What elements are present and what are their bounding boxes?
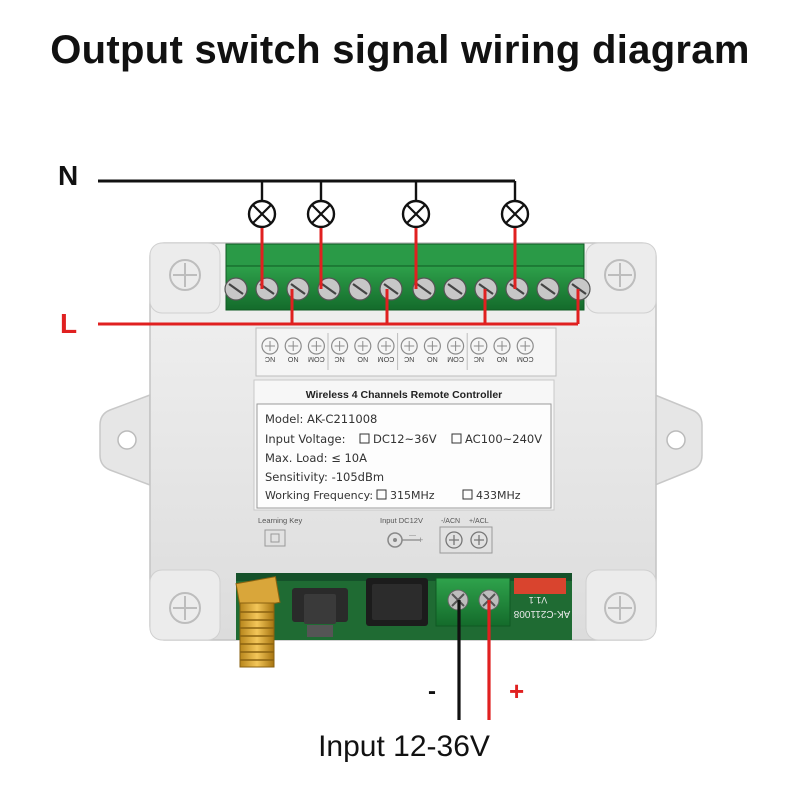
pcb-version-text: V1.1: [529, 595, 548, 605]
terminal-screw-slot: [352, 283, 368, 295]
pcb-cutout: AK-C211008 V1.1: [236, 573, 572, 640]
terminal-screw-slot: [321, 283, 337, 295]
power-term-minus: -/ACN: [441, 518, 460, 525]
terminal-screw-slot: [416, 283, 432, 295]
terminal-icon-cross: [357, 341, 368, 351]
terminal-label: NC: [474, 355, 484, 364]
spec-frequency-a: 315MHz: [390, 489, 435, 502]
terminal-icon-cross: [334, 341, 345, 351]
spec-input-voltage-dc: DC12~36V: [373, 432, 437, 446]
terminal-icon: [516, 337, 534, 355]
lamp-cross: [505, 204, 525, 224]
terminal-label: NO: [287, 355, 298, 364]
terminal-icon: [331, 337, 349, 355]
learning-key-label: Learning Key: [258, 516, 302, 525]
terminal-icon: [261, 337, 279, 355]
minus-label: -: [428, 678, 436, 705]
terminal-icon-cross: [520, 341, 531, 351]
terminal-icon-cross: [381, 341, 391, 351]
input-voltage-label: Input 12-36V: [318, 730, 490, 763]
learning-key-area: Learning Key: [258, 516, 302, 547]
spec-sensitivity: Sensitivity: -105dBm: [265, 470, 384, 484]
antenna-connector: [235, 576, 281, 668]
power-terminal-label: -/ACN +/ACL: [439, 518, 493, 554]
terminal-icon-cross: [311, 341, 322, 351]
neutral-label: N: [58, 160, 79, 191]
terminal-screw-slot: [447, 283, 463, 295]
terminal-icon-cross: [450, 341, 461, 351]
terminal-icon-cross: [288, 341, 299, 351]
plus-label: +: [509, 676, 525, 706]
terminal-screw-slot: [290, 283, 306, 295]
terminal-icon: [307, 337, 325, 355]
terminal-icon: [447, 337, 465, 355]
terminal-icon: [470, 337, 488, 355]
power-term-plus: +/ACL: [469, 518, 489, 525]
svg-text:—: —: [409, 532, 416, 539]
terminal-icon: [400, 337, 418, 355]
terminal-label: NO: [496, 355, 507, 364]
lamp-cross: [252, 204, 272, 224]
corner-posts: [149, 242, 657, 641]
spec-max-load: Max. Load: ≤ 10A: [265, 451, 367, 465]
terminal-label: COM: [378, 355, 395, 364]
mounting-ear-left: [99, 393, 151, 487]
wiring-layer: [98, 179, 580, 720]
terminal-icon: [377, 337, 395, 355]
terminal-screw-slot: [228, 283, 244, 295]
terminal-icon: [493, 337, 511, 355]
terminal-icon-cross: [265, 341, 275, 351]
spec-label: Wireless 4 Channels Remote Controller Mo…: [253, 379, 555, 511]
svg-text:+: +: [418, 535, 423, 545]
terminal-icon: [284, 337, 302, 355]
spec-model: Model: AK-C211008: [265, 412, 377, 426]
mounting-ear-right: [654, 393, 703, 487]
terminal-icon: [423, 337, 441, 355]
terminal-screw-slot: [383, 283, 399, 295]
terminal-screw-slot: [509, 283, 525, 295]
terminal-icon-cross: [404, 341, 415, 351]
pcb-model-text: AK-C211008: [513, 608, 570, 619]
spec-frequency-b: 433MHz: [476, 489, 521, 502]
terminal-label: COM: [308, 355, 325, 364]
dc-input-area: Input DC12V — +: [380, 516, 423, 548]
live-label: L: [60, 308, 78, 339]
lamp-cross: [406, 204, 426, 224]
terminal-icon-cross: [497, 341, 507, 351]
lamp-cross: [311, 204, 331, 224]
terminal-screw-slot: [540, 283, 556, 295]
page-title: Output switch signal wiring diagram: [50, 28, 750, 72]
terminal-label: NO: [427, 355, 438, 364]
terminal-label: NC: [265, 355, 275, 364]
spec-input-voltage-prefix: Input Voltage:: [265, 432, 345, 446]
terminal-icon-cross: [473, 341, 484, 351]
spec-input-voltage-ac: AC100~240V: [465, 432, 542, 446]
terminal-icon: [354, 337, 372, 355]
terminal-label: COM: [447, 355, 464, 364]
terminal-label-panel: [255, 327, 557, 377]
dc-input-label: Input DC12V: [380, 516, 423, 525]
terminal-label: NO: [357, 355, 368, 364]
device-name: Wireless 4 Channels Remote Controller: [306, 389, 503, 401]
terminal-label: NC: [334, 355, 344, 364]
terminal-label: COM: [517, 355, 534, 364]
spec-frequency-prefix: Working Frequency:: [265, 489, 373, 502]
terminal-label: NC: [404, 355, 414, 364]
terminal-icon-cross: [427, 341, 438, 351]
output-terminal-block: [224, 243, 591, 311]
